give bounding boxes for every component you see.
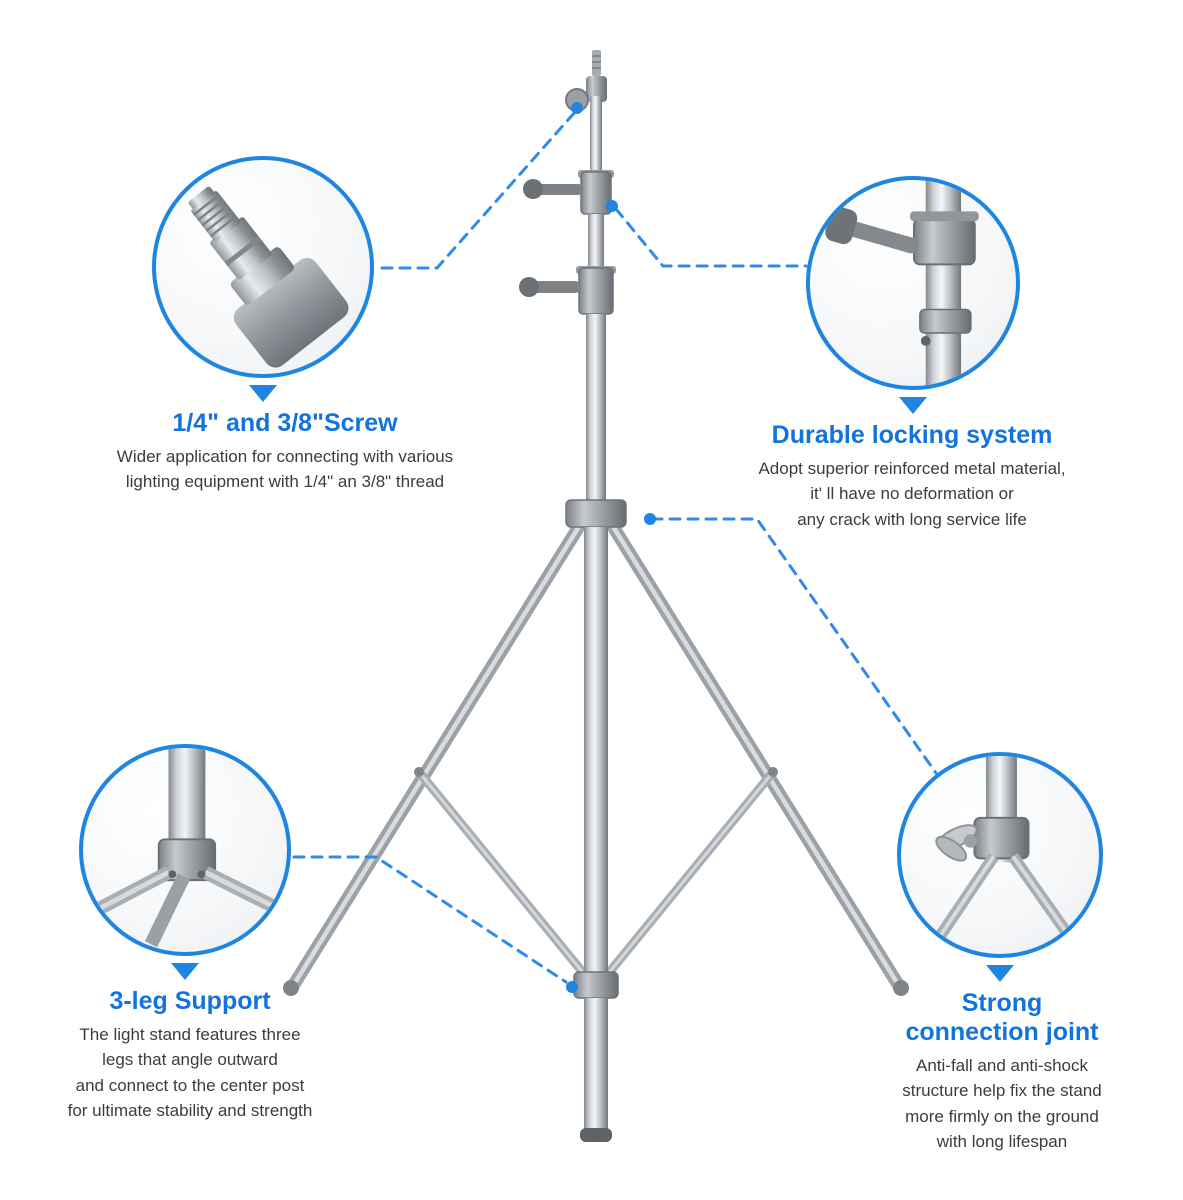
feature-callout-screw: 1/4" and 3/8"Screw Wider application for… — [85, 156, 485, 495]
down-triangle-icon — [986, 965, 1014, 982]
feature-title: Durable locking system — [771, 421, 1053, 449]
down-triangle-icon — [249, 385, 277, 402]
connector-dot-icons — [566, 102, 656, 993]
center-column — [519, 50, 627, 1142]
feature-description: Adopt superior reinforced metal material… — [758, 458, 1066, 529]
down-triangle-icon — [171, 963, 199, 980]
callout-connector-lines — [292, 110, 938, 984]
feature-callout-legs: 3-leg Support The light stand features t… — [0, 744, 380, 1124]
tripod-braces — [414, 767, 778, 983]
feature-title: 3-leg Support — [109, 987, 271, 1015]
feature-description: Wider application for connecting with va… — [116, 446, 454, 492]
screw-thread-closeup-photo — [152, 156, 374, 378]
feature-description: The light stand features three legs that… — [67, 1024, 313, 1121]
feature-callout-joint: Strong connection joint Anti-fall and an… — [812, 752, 1183, 1155]
locking-knob-closeup-photo — [806, 176, 1020, 390]
feature-title: 1/4" and 3/8"Screw — [172, 409, 398, 437]
down-triangle-icon — [899, 397, 927, 414]
feature-title: Strong connection joint — [905, 989, 1099, 1046]
leg-hub-closeup-photo — [79, 744, 291, 956]
connection-joint-closeup-photo — [897, 752, 1103, 958]
tripod-legs — [283, 513, 909, 996]
feature-description: Anti-fall and anti-shock structure help … — [902, 1055, 1102, 1152]
feature-callout-locking: Durable locking system Adopt superior re… — [712, 176, 1112, 532]
